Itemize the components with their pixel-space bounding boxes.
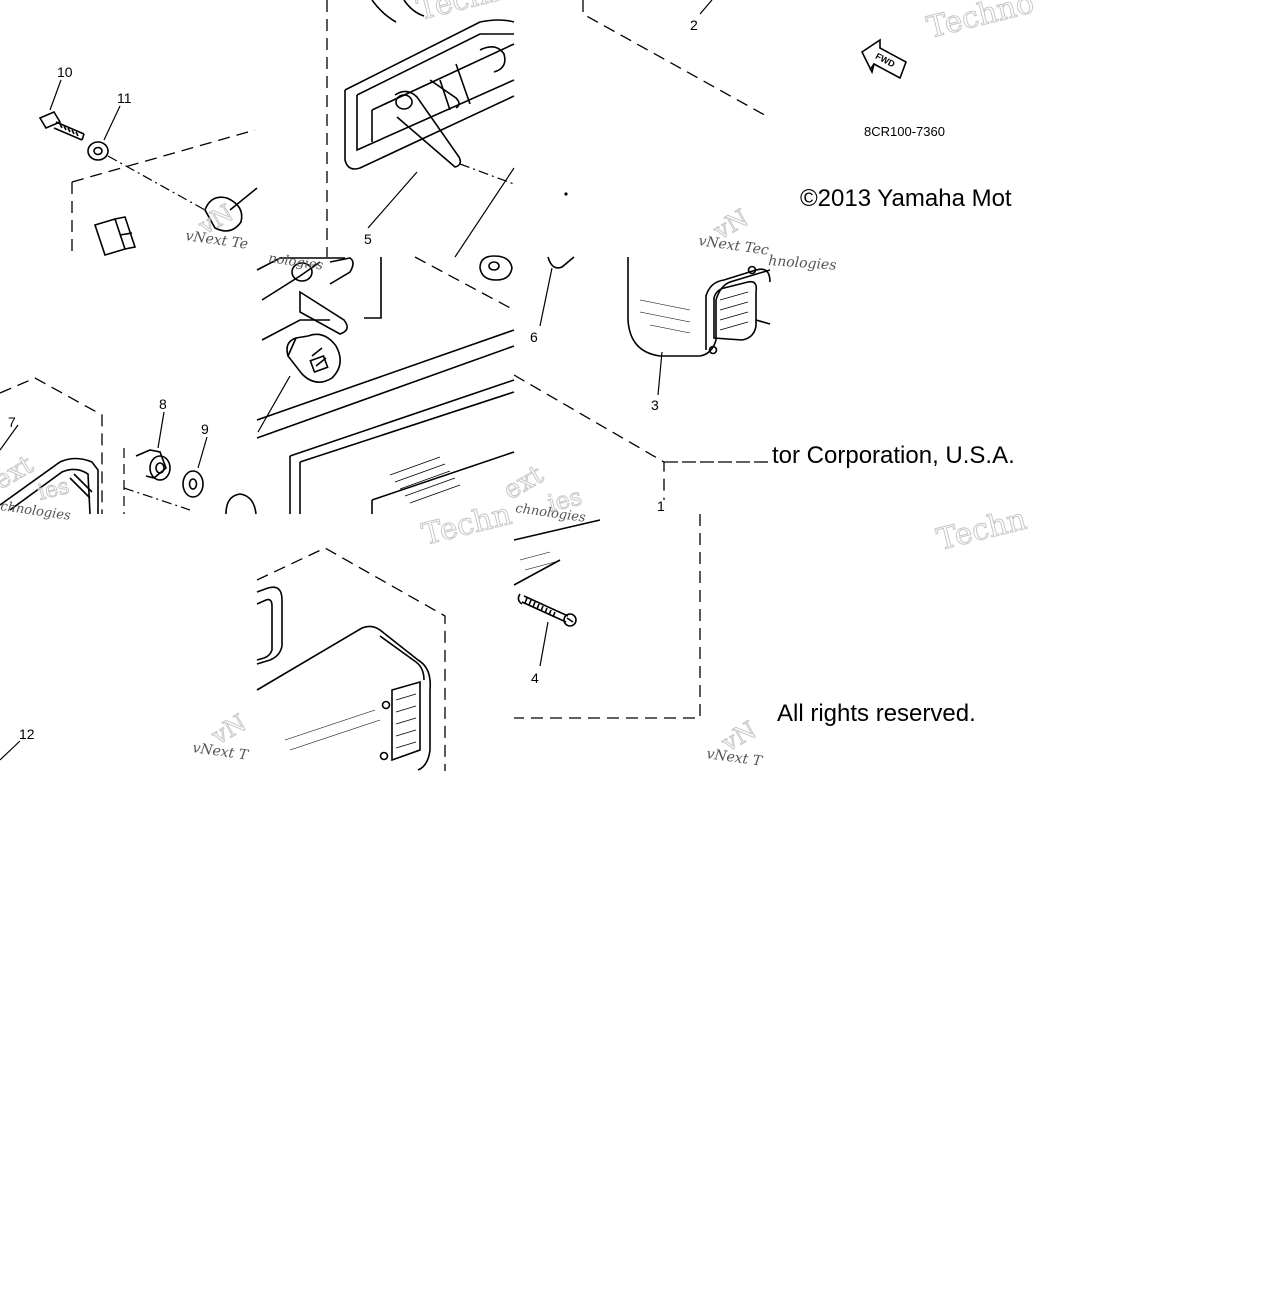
watermark-text: vNext Te: [184, 228, 249, 253]
lamp-housing-front: [627, 257, 771, 357]
copyright-line-1: ©2013 Yamaha Mot: [800, 185, 1012, 212]
connector: [93, 216, 137, 256]
collar-8: [135, 449, 171, 481]
watermark-text: vNext Tec: [697, 233, 769, 259]
copyright-line-2: tor Corporation, U.S.A.: [772, 442, 1015, 469]
washer-11: [87, 141, 109, 161]
watermark-text: Techn: [933, 502, 1030, 558]
watermark-text: vNext T: [191, 740, 250, 764]
callout-7: 7: [8, 414, 16, 430]
watermark-text: vNext T: [705, 746, 764, 770]
callout-12: 12: [19, 726, 35, 742]
watermark-text: hnologies: [768, 253, 837, 274]
lens-assembly: [256, 586, 432, 771]
bolt-10: [38, 110, 85, 141]
callout-10: 10: [57, 64, 73, 80]
watermark-text: nologies: [267, 251, 324, 274]
lens-edge: [513, 519, 601, 586]
fwd-arrow-icon: [860, 38, 907, 80]
callout-1: 1: [657, 498, 665, 514]
callout-8: 8: [159, 396, 167, 412]
callout-3: 3: [651, 397, 659, 413]
nut: [479, 255, 513, 281]
callout-2: 2: [690, 17, 698, 33]
watermark-text: Techno: [923, 0, 1037, 46]
bulb-socket: [256, 257, 382, 341]
watermark-text: Techn: [413, 0, 510, 28]
washer-9: [182, 470, 204, 498]
callout-6: 6: [530, 329, 538, 345]
screw-4: [517, 593, 577, 627]
watermark-text: ext: [0, 450, 39, 497]
callout-11: 11: [117, 90, 132, 106]
callout-labels: 1 2 3 4 5 6 7 8 9 10 11 12: [8, 17, 698, 742]
bulb: [286, 333, 341, 383]
lamp-lens-corner: [0, 457, 99, 515]
callout-9: 9: [201, 421, 209, 437]
callout-5: 5: [364, 231, 372, 247]
watermark-text: ies: [35, 474, 71, 506]
copyright-line-3: All rights reserved.: [777, 700, 976, 727]
drawing-number: 8CR100-7360: [864, 124, 945, 139]
watermark-layer: Techno Techn Techn Techn ext ext ies ies…: [0, 0, 1038, 770]
lens-gasket: [256, 329, 515, 514]
grommet: [204, 187, 258, 232]
watermark-text: chnologies: [0, 499, 72, 524]
watermark-text: Techn: [418, 497, 515, 553]
lamp-housing-rear: [344, 0, 515, 170]
callout-4: 4: [531, 670, 539, 686]
